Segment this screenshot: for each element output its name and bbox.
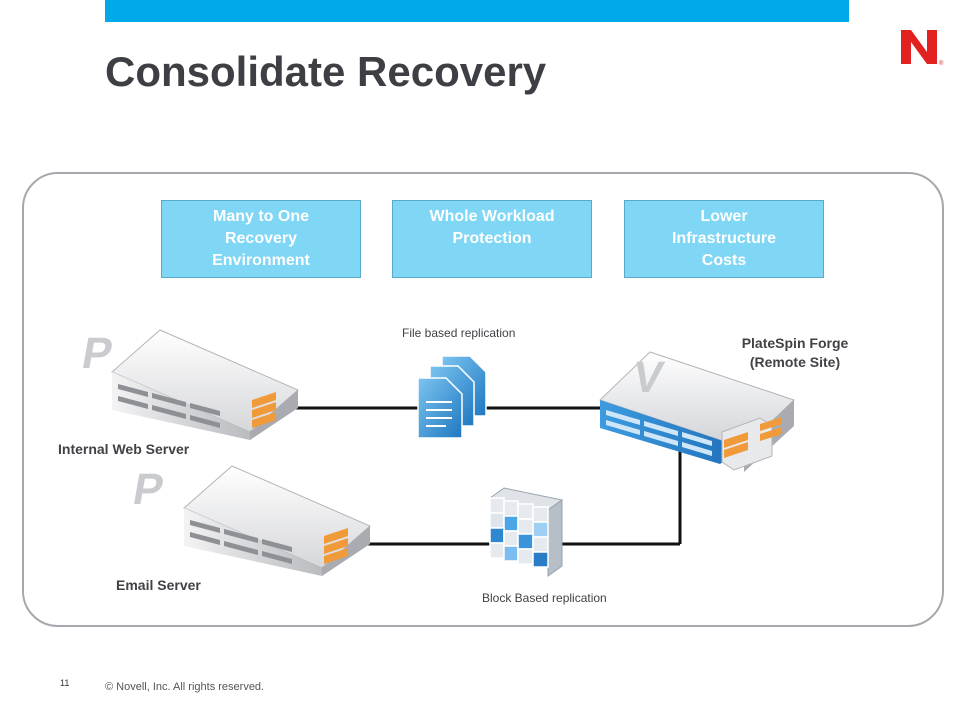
copyright-notice: © Novell, Inc. All rights reserved.	[105, 681, 265, 693]
benefit-box-lower-costs: Lower Infrastructure Costs	[624, 200, 824, 278]
top-accent-bar	[105, 0, 849, 22]
email-server-label: Email Server	[116, 577, 201, 593]
block-replication-label: Block Based replication	[482, 591, 607, 605]
page-number: 11	[60, 678, 70, 688]
benefit-box-many-to-one: Many to One Recovery Environment	[161, 200, 361, 278]
benefit-label: Whole Workload Protection	[429, 208, 555, 247]
physical-server-icon: P	[78, 329, 299, 440]
novell-logo: ®	[901, 30, 944, 67]
file-replication-label: File based replication	[402, 326, 516, 340]
benefit-label: Many to One Recovery Environment	[212, 208, 310, 269]
virtual-appliance-icon: V	[599, 351, 795, 472]
forge-label: PlateSpin Forge (Remote Site)	[741, 335, 849, 370]
svg-text:P: P	[129, 465, 167, 514]
benefit-label: Lower Infrastructure Costs	[671, 208, 777, 269]
documents-icon	[417, 355, 487, 439]
benefit-box-whole-workload: Whole Workload Protection	[392, 200, 592, 278]
block-grid-icon	[488, 487, 564, 577]
web-server-label: Internal Web Server	[58, 441, 190, 457]
svg-text:P: P	[78, 329, 116, 378]
physical-server-icon: P	[129, 465, 371, 576]
svg-text:®: ®	[939, 60, 944, 67]
slide-title: Consolidate Recovery	[105, 48, 547, 95]
